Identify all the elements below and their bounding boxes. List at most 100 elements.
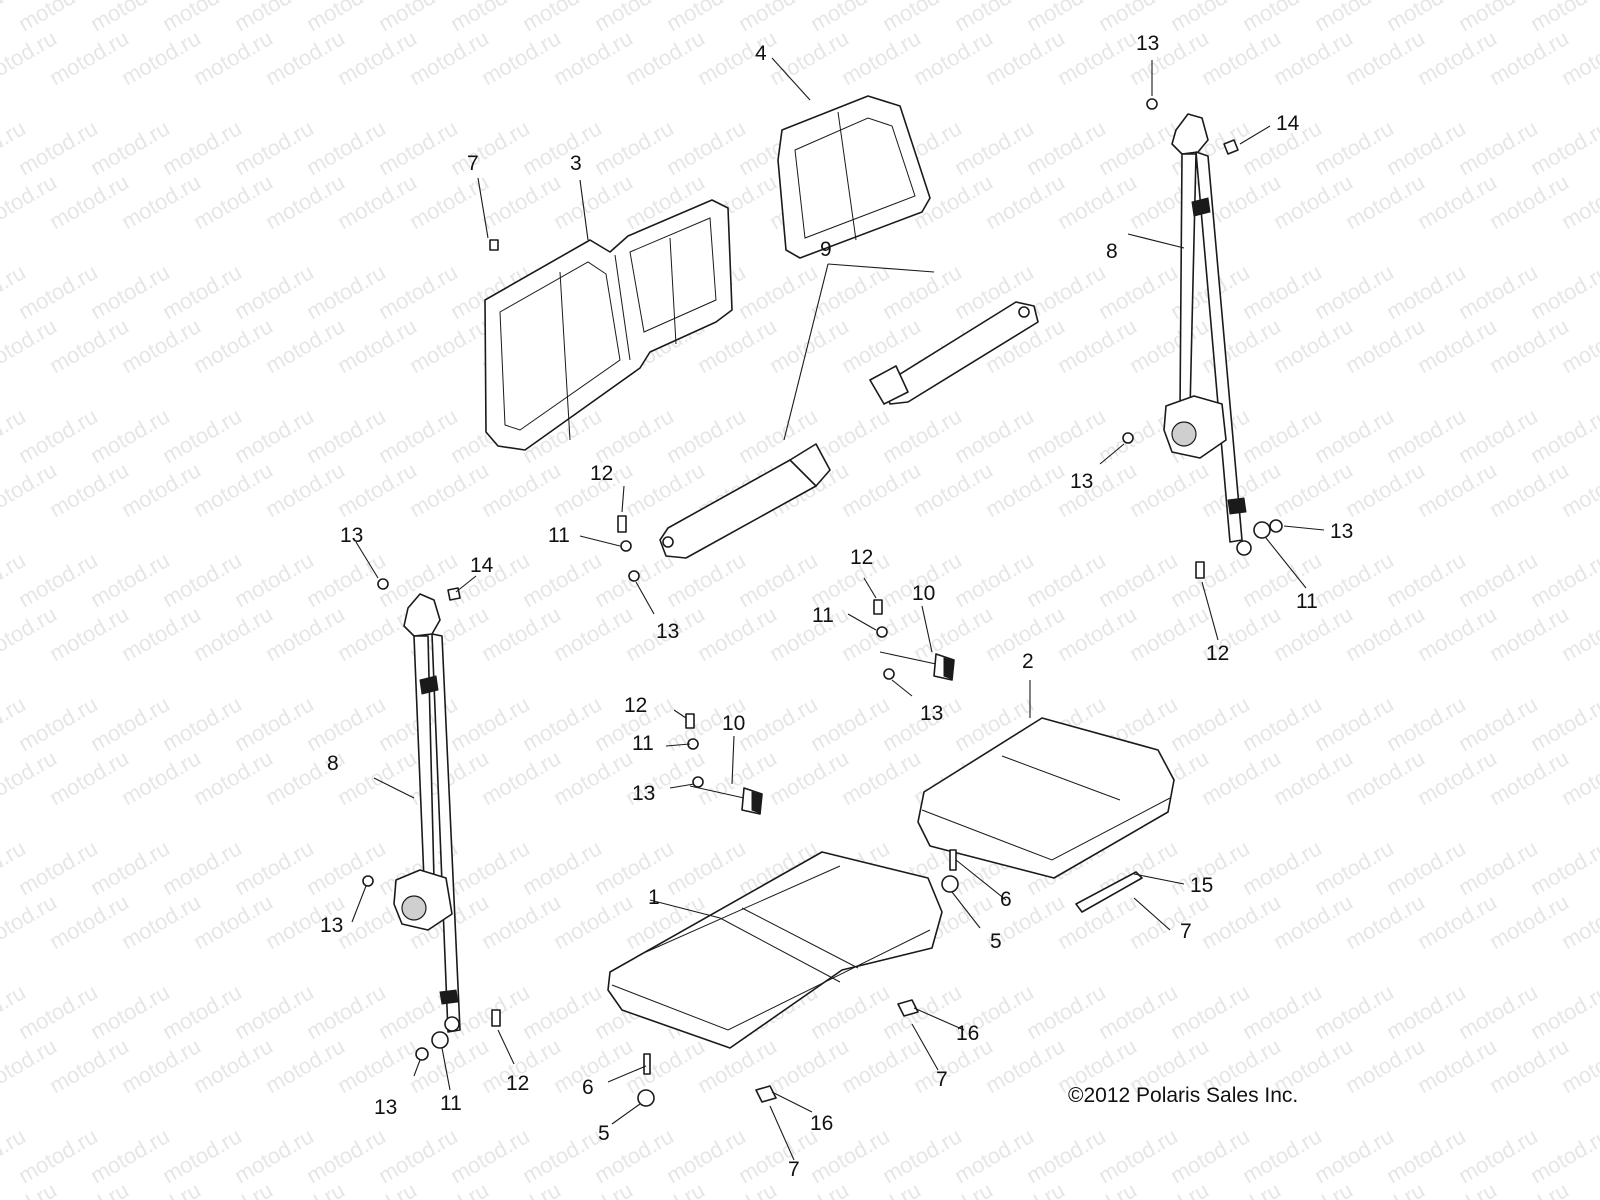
buckle-10-lower xyxy=(689,785,763,815)
watermark-text: motod.ru xyxy=(477,745,565,810)
watermark-text: motod.ru xyxy=(14,259,102,324)
watermark-text: motod.ru xyxy=(1341,601,1429,666)
watermark-text: motod.ru xyxy=(405,457,493,522)
watermark-text: motod.ru xyxy=(1022,1123,1110,1188)
watermark-text: motod.ru xyxy=(1413,1033,1501,1098)
watermark-text: motod.ru xyxy=(45,169,133,234)
watermark-text: motod.ru xyxy=(477,889,565,954)
watermark-text: motod.ru xyxy=(86,403,174,468)
lap-belt-9 xyxy=(659,301,1039,559)
watermark-text: motod.ru xyxy=(189,601,277,666)
watermark-text: motod.ru xyxy=(302,259,390,324)
watermark-text: motod.ru xyxy=(14,1123,102,1188)
watermark-text: motod.ru xyxy=(1382,259,1470,324)
watermark-text: motod.ru xyxy=(1341,745,1429,810)
seat-bottom-2 xyxy=(917,717,1175,879)
watermark-text: motod.ru xyxy=(1526,691,1600,756)
callout-7: 7 xyxy=(936,1068,948,1091)
watermark-text: motod.ru xyxy=(45,745,133,810)
watermark-text: motod.ru xyxy=(1526,115,1600,180)
watermark-text: motod.ru xyxy=(158,979,246,1044)
watermark-text: motod.ru xyxy=(1166,547,1254,612)
watermark-text: motod.ru xyxy=(1269,169,1357,234)
callout-4: 4 xyxy=(755,42,767,65)
watermark-text: motod.ru xyxy=(1413,745,1501,810)
watermark-text: motod.ru xyxy=(302,835,390,900)
watermark-text: motod.ru xyxy=(1310,1123,1398,1188)
watermark-text: motod.ru xyxy=(1454,547,1542,612)
watermark-text: motod.ru xyxy=(333,313,421,378)
callout-11: 11 xyxy=(812,604,834,627)
watermark-text: motod.ru xyxy=(261,313,349,378)
watermark-text: motod.ru xyxy=(302,403,390,468)
watermark-text: motod.ru xyxy=(1341,169,1429,234)
callout-5: 5 xyxy=(990,930,1002,953)
callout-6: 6 xyxy=(582,1076,594,1099)
watermark-text: motod.ru xyxy=(86,115,174,180)
watermark-text: motod.ru xyxy=(1485,745,1573,810)
watermark-text: motod.ru xyxy=(86,259,174,324)
watermark-text: motod.ru xyxy=(765,313,853,378)
watermark-text: motod.ru xyxy=(1485,601,1573,666)
watermark-text: motod.ru xyxy=(117,313,205,378)
watermark-text: motod.ru xyxy=(477,25,565,90)
watermark-text: motod.ru xyxy=(1238,691,1326,756)
callout-7: 7 xyxy=(1180,920,1192,943)
watermark-text: motod.ru xyxy=(1454,403,1542,468)
watermark-text: motod.ru xyxy=(734,691,822,756)
watermark-text: motod.ru xyxy=(1269,457,1357,522)
watermark-text: motod.ru xyxy=(590,115,678,180)
watermark-text: motod.ru xyxy=(518,835,606,900)
watermark-text: motod.ru xyxy=(1269,745,1357,810)
watermark-text: motod.ru xyxy=(1413,601,1501,666)
watermark-text: motod.ru xyxy=(1238,403,1326,468)
watermark-text: motod.ru xyxy=(662,115,750,180)
watermark-text: motod.ru xyxy=(1310,835,1398,900)
watermark-text: motod.ru xyxy=(806,259,894,324)
watermark-text: motod.ru xyxy=(1485,457,1573,522)
callout-1: 1 xyxy=(648,886,660,909)
watermark-text: motod.ru xyxy=(1382,691,1470,756)
watermark-text: motod.ru xyxy=(1526,1123,1600,1188)
watermark-text: motod.ru xyxy=(158,115,246,180)
watermark-text: motod.ru xyxy=(518,547,606,612)
callout-11: 11 xyxy=(548,524,570,547)
watermark-text: motod.ru xyxy=(765,601,853,666)
watermark-text: motod.ru xyxy=(1454,259,1542,324)
watermark-text: motod.ru xyxy=(117,25,205,90)
watermark-text: motod.ru xyxy=(45,25,133,90)
leader-lines xyxy=(351,57,1325,1161)
watermark-text: motod.ru xyxy=(230,547,318,612)
callout-12: 12 xyxy=(590,462,613,485)
watermark-text: motod.ru xyxy=(1454,835,1542,900)
watermark-text: motod.ru xyxy=(261,169,349,234)
watermark-text: motod.ru xyxy=(302,115,390,180)
watermark-text: motod.ru xyxy=(734,547,822,612)
watermark-text: motod.ru xyxy=(117,745,205,810)
watermark-text: motod.ru xyxy=(1382,547,1470,612)
watermark-text: motod.ru xyxy=(230,835,318,900)
callout-13: 13 xyxy=(340,524,363,547)
callout-10: 10 xyxy=(722,712,745,735)
watermark-text: motod.ru xyxy=(230,1123,318,1188)
callout-13: 13 xyxy=(1330,520,1353,543)
watermark-text: motod.ru xyxy=(189,313,277,378)
callout-9: 9 xyxy=(820,238,832,261)
watermark-text: motod.ru xyxy=(86,1123,174,1188)
watermark-text: motod.ru xyxy=(86,691,174,756)
watermark-text: motod.ru xyxy=(230,115,318,180)
hardware xyxy=(362,98,1283,1107)
watermark-text: motod.ru xyxy=(1166,979,1254,1044)
watermark-text: motod.ru xyxy=(981,25,1069,90)
watermark-text: motod.ru xyxy=(1598,0,1600,36)
watermark-text: motod.ru xyxy=(1413,313,1501,378)
watermark-text: motod.ru xyxy=(1053,457,1141,522)
watermark-text: motod.ru xyxy=(86,547,174,612)
callout-11: 11 xyxy=(1296,590,1318,613)
watermark-text: motod.ru xyxy=(1269,25,1357,90)
callout-15: 15 xyxy=(1190,874,1213,897)
watermark-text: motod.ru xyxy=(1125,313,1213,378)
watermark-text: motod.ru xyxy=(1382,115,1470,180)
watermark-text: motod.ru xyxy=(374,259,462,324)
watermark-text: motod.ru xyxy=(477,457,565,522)
